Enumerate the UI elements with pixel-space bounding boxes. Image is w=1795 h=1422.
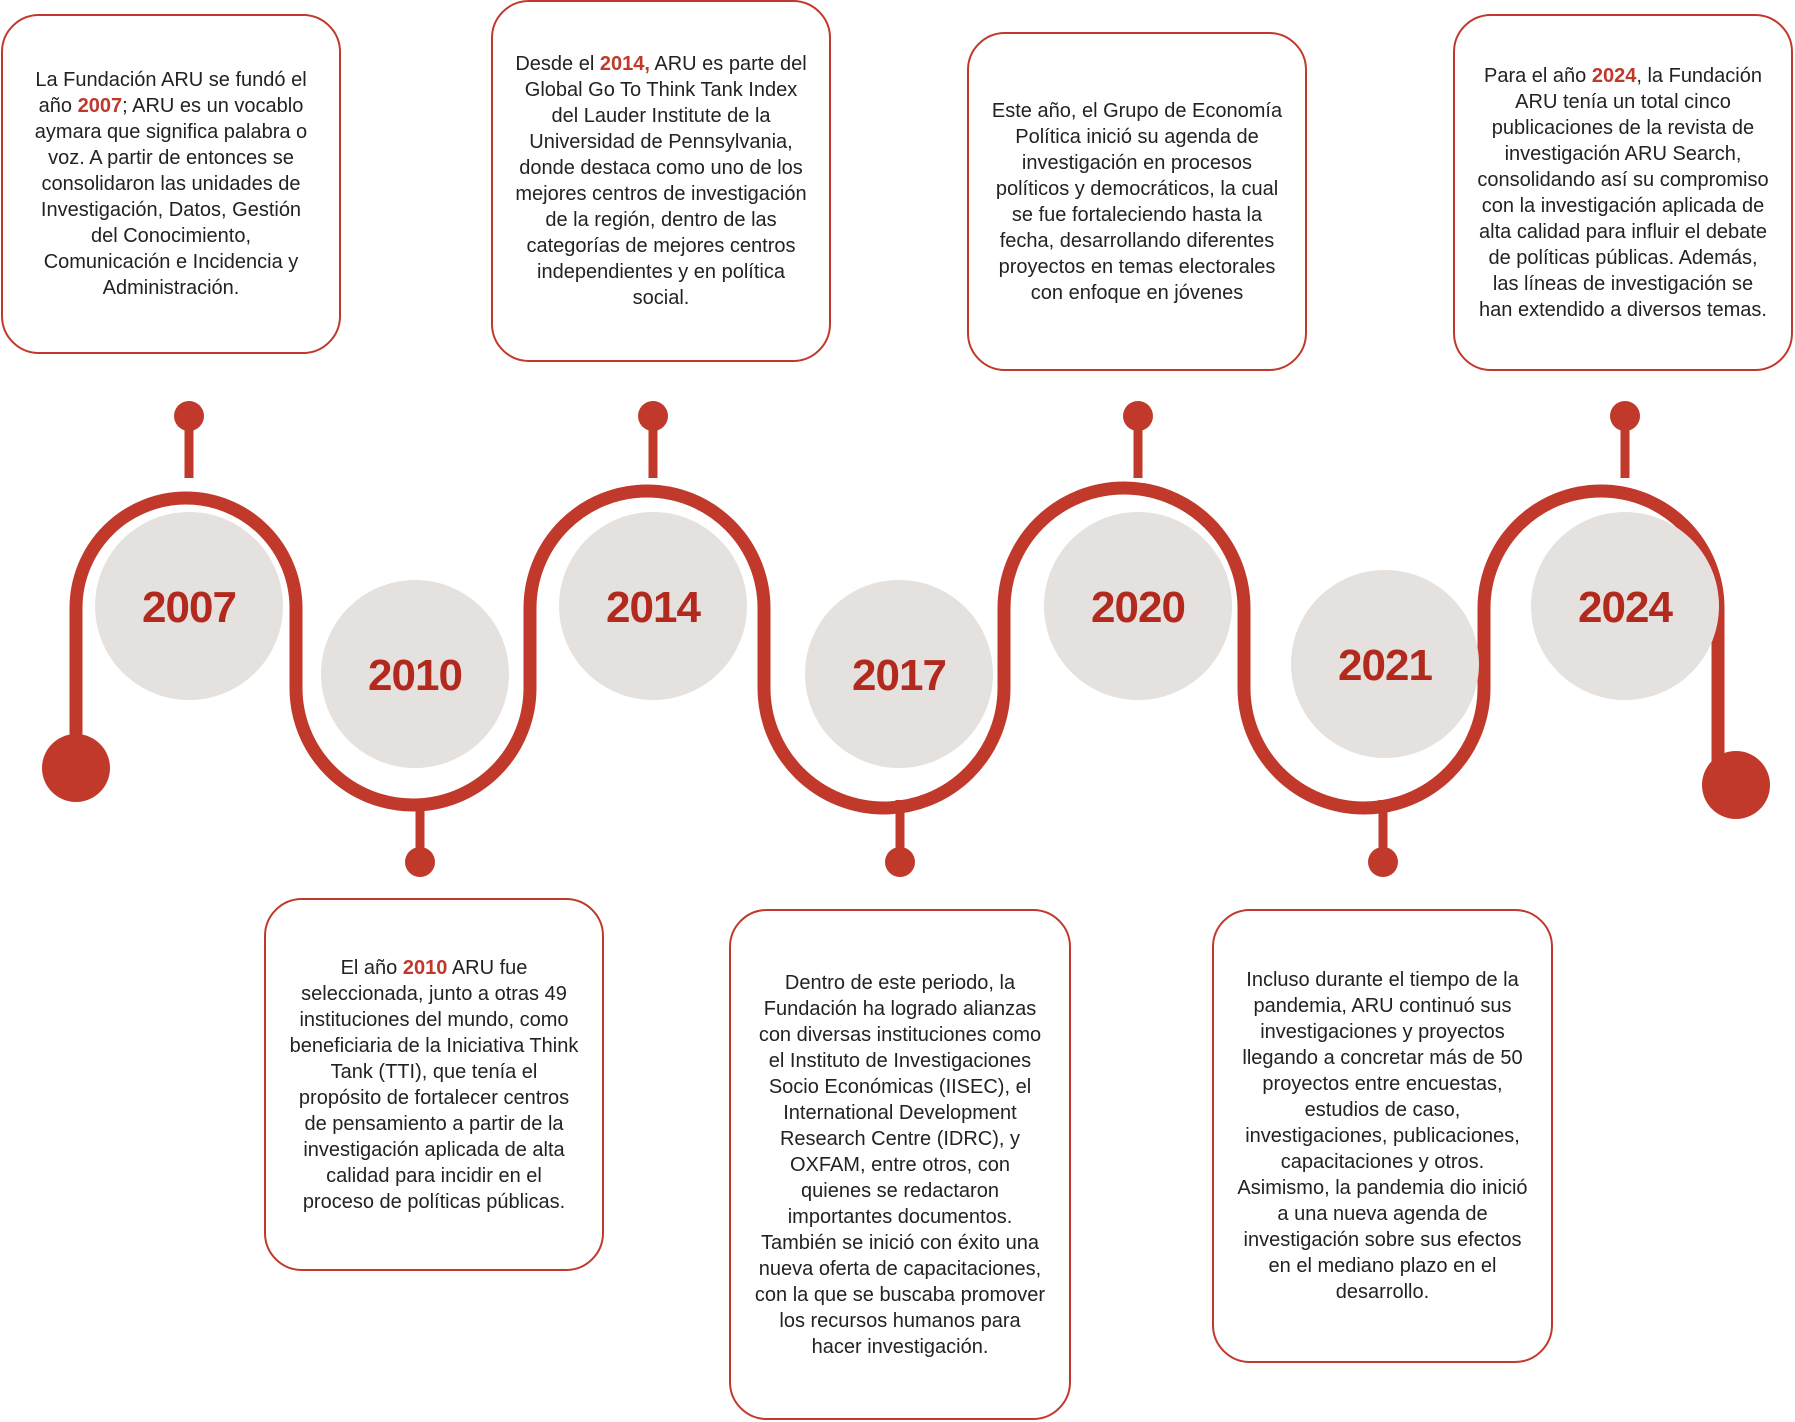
connector-dot-2007 <box>174 401 204 431</box>
connector-dot-2017 <box>885 847 915 877</box>
timeline-start-dot <box>42 734 110 802</box>
year-circle-2017 <box>805 580 993 768</box>
year-circle-2020 <box>1044 512 1232 700</box>
connector-dot-2014 <box>638 401 668 431</box>
highlight-year-2024: 2024 <box>1591 64 1637 87</box>
event-card-2010: El año 2010 ARU fue seleccionada, junto … <box>264 898 604 1271</box>
year-label-2007: 2007 <box>142 583 236 632</box>
highlight-year-2010: 2010 <box>402 956 448 979</box>
year-label-2014: 2014 <box>606 583 701 632</box>
timeline-end-dot <box>1702 751 1770 819</box>
year-circle-2024 <box>1531 512 1719 700</box>
year-label-2024: 2024 <box>1578 583 1673 632</box>
event-text-2017: Dentro de este periodo, la Fundación ha … <box>754 971 1046 1358</box>
year-label-2017: 2017 <box>852 651 946 700</box>
connector-dot-2021 <box>1368 847 1398 877</box>
year-circle-2014 <box>559 512 747 700</box>
year-label-2021: 2021 <box>1338 641 1432 690</box>
event-text-2010: El año 2010 ARU fue seleccionada, junto … <box>289 956 579 1213</box>
event-text-2021: Incluso durante el tiempo de la pandemia… <box>1237 969 1528 1303</box>
year-circle-2010 <box>321 580 509 768</box>
event-text-2014: Desde el 2014, ARU es parte del Global G… <box>515 53 807 309</box>
event-card-2014: Desde el 2014, ARU es parte del Global G… <box>491 0 831 362</box>
year-label-2010: 2010 <box>368 651 462 700</box>
event-card-2007: La Fundación ARU se fundó el año 2007; A… <box>1 14 341 354</box>
event-card-2021: Incluso durante el tiempo de la pandemia… <box>1212 909 1553 1363</box>
event-card-2024: Para el año 2024, la Fundación ARU tenía… <box>1453 14 1793 371</box>
event-text-2020: Este año, el Grupo de Economía Política … <box>991 99 1283 304</box>
highlight-year-2014: 2014, <box>599 53 650 75</box>
connector-dot-2010 <box>405 847 435 877</box>
year-circle-2007 <box>95 512 283 700</box>
event-card-2020: Este año, el Grupo de Economía Política … <box>967 32 1307 371</box>
highlight-year-2007: 2007 <box>77 95 123 117</box>
year-label-2020: 2020 <box>1091 583 1185 632</box>
year-circle-2021 <box>1291 570 1479 758</box>
event-text-2024: Para el año 2024, la Fundación ARU tenía… <box>1477 64 1769 321</box>
event-text-2007: La Fundación ARU se fundó el año 2007; A… <box>34 69 308 299</box>
connector-dot-2020 <box>1123 401 1153 431</box>
connector-dot-2024 <box>1610 401 1640 431</box>
event-card-2017: Dentro de este periodo, la Fundación ha … <box>729 909 1071 1420</box>
